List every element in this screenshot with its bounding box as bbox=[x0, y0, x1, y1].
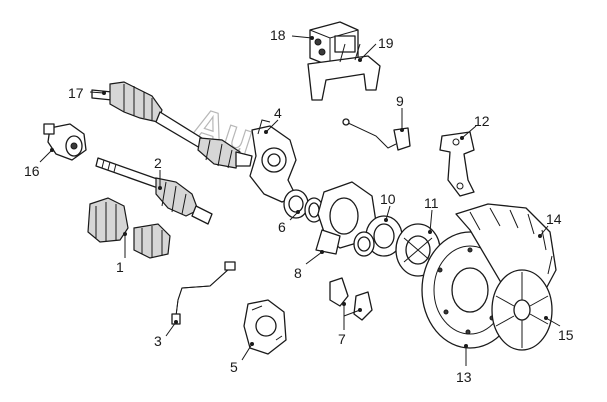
part-boot-set bbox=[87, 197, 171, 259]
callout-16: 16 bbox=[24, 163, 40, 179]
callout-9: 9 bbox=[396, 93, 404, 109]
leader-lines bbox=[39, 35, 561, 366]
part-inner-joint bbox=[43, 123, 87, 161]
callout-15: 15 bbox=[558, 327, 574, 343]
part-bearing-rings bbox=[283, 189, 324, 223]
callout-10: 10 bbox=[380, 191, 396, 207]
callout-18: 18 bbox=[270, 27, 286, 43]
callout-3: 3 bbox=[154, 333, 162, 349]
callout-11: 11 bbox=[424, 195, 439, 211]
callout-2: 2 bbox=[154, 155, 162, 171]
part-steering-knuckle bbox=[249, 119, 297, 203]
callout-4: 4 bbox=[274, 105, 282, 121]
part-caliper-bracket bbox=[439, 131, 475, 197]
callout-labels: 1 2 3 4 5 6 7 8 9 10 11 12 13 14 15 16 1… bbox=[24, 27, 574, 385]
callout-14: 14 bbox=[546, 211, 562, 227]
part-wheel-cover bbox=[491, 269, 553, 351]
part-caliper bbox=[243, 299, 287, 355]
part-drive-shaft bbox=[91, 81, 253, 169]
part-abs-bracket bbox=[307, 43, 381, 101]
callout-8: 8 bbox=[294, 265, 302, 281]
callout-17: 17 bbox=[68, 85, 84, 101]
callout-7: 7 bbox=[338, 331, 346, 347]
callout-19: 19 bbox=[378, 35, 394, 51]
callout-5: 5 bbox=[230, 359, 238, 375]
part-brake-pads bbox=[329, 277, 373, 321]
callout-1: 1 bbox=[116, 259, 124, 275]
callout-6: 6 bbox=[278, 219, 286, 235]
part-hub bbox=[353, 215, 403, 257]
callout-13: 13 bbox=[456, 369, 472, 385]
callout-12: 12 bbox=[474, 113, 490, 129]
part-wear-sensor bbox=[342, 118, 411, 151]
part-brake-hose bbox=[171, 261, 236, 325]
